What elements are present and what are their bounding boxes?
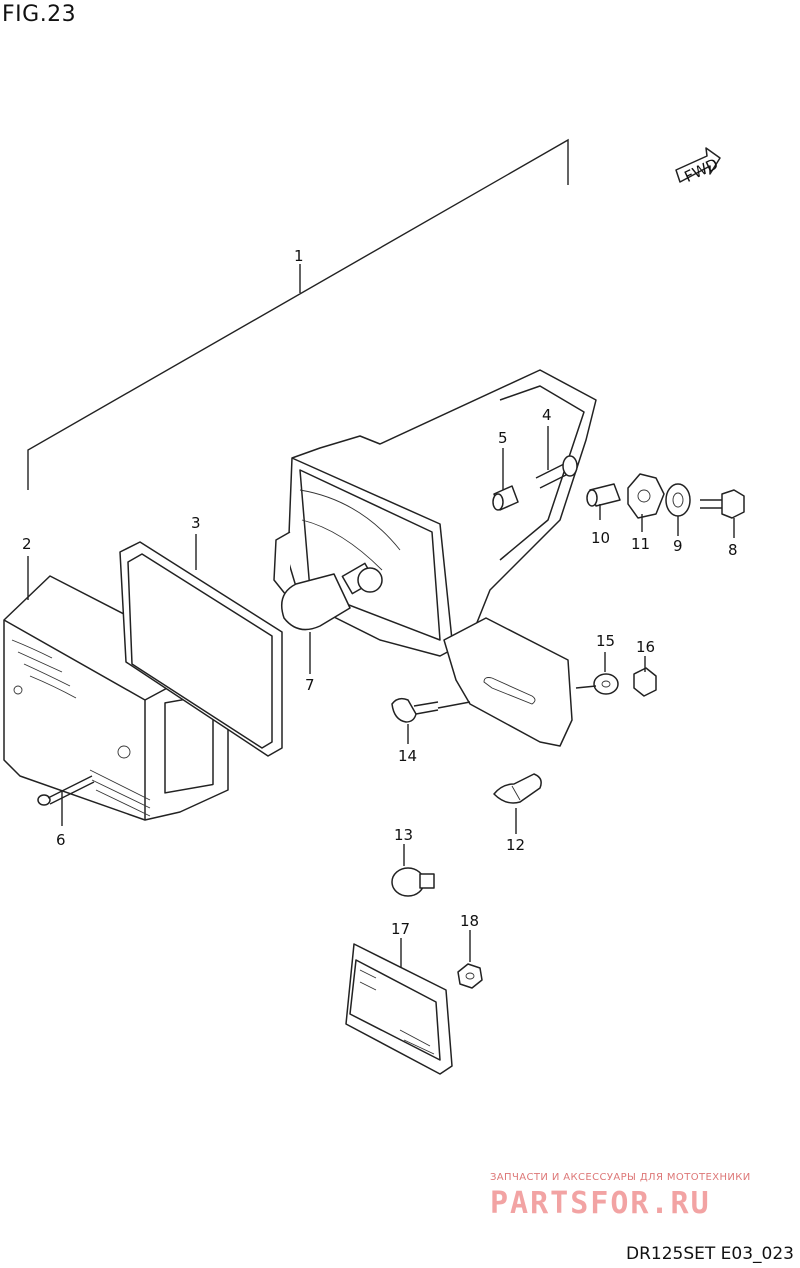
screw-6 bbox=[37, 775, 95, 806]
washer-9 bbox=[665, 483, 691, 517]
socket-13 bbox=[391, 867, 435, 897]
bolt-8 bbox=[700, 489, 745, 519]
callout-2: 2 bbox=[22, 535, 32, 553]
callout-6: 6 bbox=[56, 831, 66, 849]
callout-17: 17 bbox=[391, 920, 410, 938]
reflector-17 bbox=[345, 943, 453, 1075]
washer-15 bbox=[593, 673, 619, 695]
callout-9: 9 bbox=[673, 537, 683, 555]
callout-11: 11 bbox=[631, 535, 650, 553]
drawing-code: DR125SET E03_023 bbox=[626, 1244, 794, 1264]
bolt-4 bbox=[535, 455, 578, 489]
collar-5 bbox=[492, 485, 519, 511]
bolt-14 bbox=[391, 697, 439, 723]
cushion-10 bbox=[586, 483, 621, 507]
callout-4: 4 bbox=[542, 406, 552, 424]
callout-5: 5 bbox=[498, 429, 508, 447]
callout-13: 13 bbox=[394, 826, 413, 844]
callout-14: 14 bbox=[398, 747, 417, 765]
callout-8: 8 bbox=[728, 541, 738, 559]
lens-gasket bbox=[119, 541, 283, 757]
leader-lines bbox=[27, 426, 735, 968]
callout-3: 3 bbox=[191, 514, 201, 532]
callout-16: 16 bbox=[636, 638, 655, 656]
figure-title: FIG.23 bbox=[2, 2, 77, 27]
nut-16 bbox=[633, 667, 657, 697]
bulb-12 bbox=[493, 773, 542, 804]
bulb-7 bbox=[281, 562, 383, 631]
nut-18 bbox=[457, 963, 483, 989]
callout-15: 15 bbox=[596, 632, 615, 650]
fwd-arrow-icon: FWD bbox=[675, 147, 721, 186]
watermark-tagline: ЗАПЧАСТИ И АКСЕССУАРЫ ДЛЯ МОТОТЕХНИКИ bbox=[490, 1172, 751, 1183]
callout-1: 1 bbox=[294, 247, 304, 265]
callout-18: 18 bbox=[460, 912, 479, 930]
callout-labels: 1 2 3 4 5 6 7 8 9 10 11 12 13 14 15 16 1… bbox=[22, 247, 738, 938]
mounting-bracket bbox=[443, 617, 573, 747]
watermark-brand: PARTSFOR.RU bbox=[490, 1186, 711, 1221]
callout-10: 10 bbox=[591, 529, 610, 547]
fwd-label: FWD bbox=[682, 155, 721, 186]
assembly-bracket bbox=[27, 138, 569, 490]
callout-12: 12 bbox=[506, 836, 525, 854]
nut-11 bbox=[627, 473, 665, 519]
callout-7: 7 bbox=[305, 676, 315, 694]
